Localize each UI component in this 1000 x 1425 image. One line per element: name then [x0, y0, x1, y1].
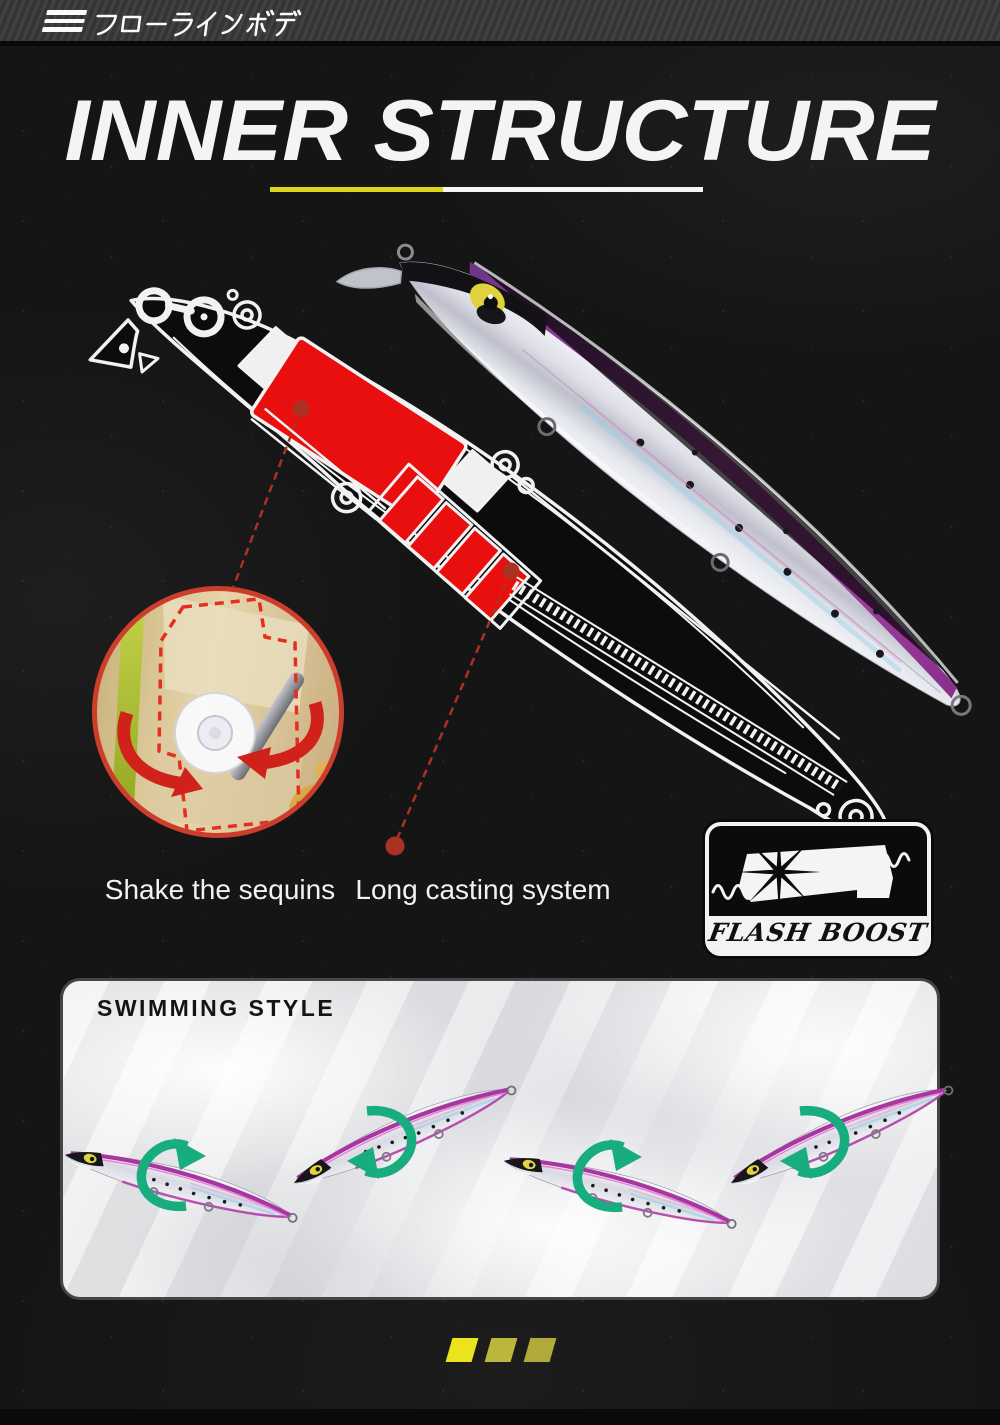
page-title: INNER STRUCTURE [64, 83, 936, 179]
brand-japanese-text [96, 9, 302, 37]
starburst-icon [737, 830, 821, 914]
purple-dorsal-band [469, 261, 957, 699]
sequin-detail-inset [92, 586, 344, 838]
tail-eyelet [950, 694, 972, 716]
flash-plate-highlight [250, 336, 468, 523]
swimming-style-panel: SWIMMING STYLE [60, 978, 940, 1300]
pagination-dot [484, 1338, 518, 1362]
lure-photo [335, 243, 972, 716]
hamburger-icon [41, 10, 88, 36]
callout-label-shake: Shake the sequins [104, 874, 336, 905]
casting-weights-highlight [377, 475, 531, 622]
pagination-dot [523, 1338, 557, 1362]
flash-boost-label: FLASH BOOST [706, 918, 930, 947]
header-band: フローラインボデ [0, 0, 1000, 46]
flash-boost-badge: FLASH BOOST [705, 822, 931, 956]
lure-eye [483, 296, 498, 311]
lure-head [400, 262, 548, 337]
lure-bill [335, 267, 403, 289]
green-edge-strip [110, 591, 146, 833]
coil-spring [511, 580, 844, 792]
callout-label-casting: Long casting system [355, 874, 611, 905]
sequin-inset-art [110, 591, 339, 833]
swimming-style-title: SWIMMING STYLE [97, 995, 336, 1021]
pagination-dot [445, 1338, 479, 1362]
flash-boost-art [711, 830, 911, 914]
brand-text: フローラインボデ [0, 0, 1, 1]
flash-boost-band: FLASH BOOST [706, 916, 930, 952]
title-underline [270, 187, 703, 192]
pagination-dots [445, 1338, 557, 1362]
